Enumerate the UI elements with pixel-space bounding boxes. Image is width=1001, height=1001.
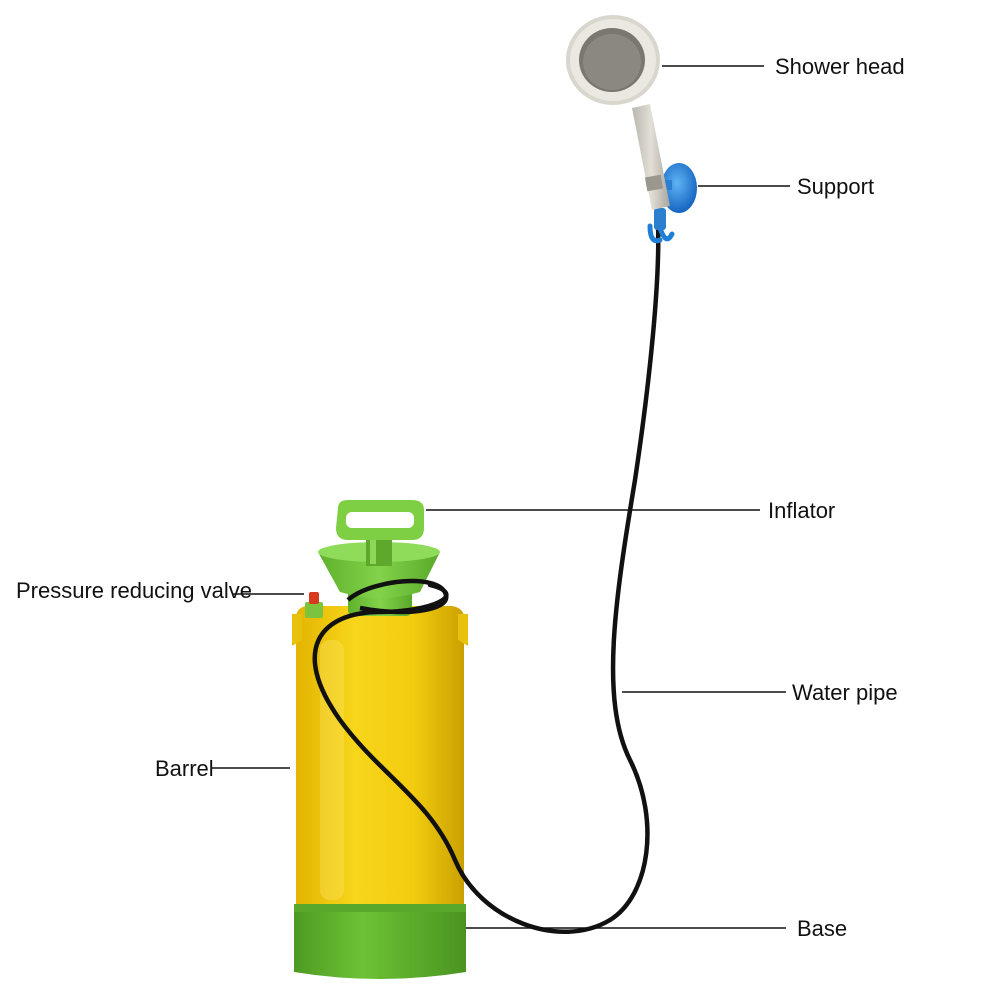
label-inflator: Inflator bbox=[768, 498, 835, 523]
inflator bbox=[318, 500, 440, 616]
water-pipe bbox=[312, 222, 661, 935]
label-shower-head: Shower head bbox=[775, 54, 905, 79]
pressure-reducing-valve bbox=[305, 592, 323, 618]
label-water-pipe: Water pipe bbox=[792, 680, 898, 705]
shower-head bbox=[566, 15, 670, 210]
label-barrel: Barrel bbox=[155, 756, 214, 781]
label-pressure-reducing-valve: Pressure reducing valve bbox=[16, 578, 252, 603]
barrel-base bbox=[294, 904, 466, 979]
hose-loop bbox=[346, 578, 449, 615]
label-support: Support bbox=[797, 174, 874, 199]
label-base: Base bbox=[797, 916, 847, 941]
